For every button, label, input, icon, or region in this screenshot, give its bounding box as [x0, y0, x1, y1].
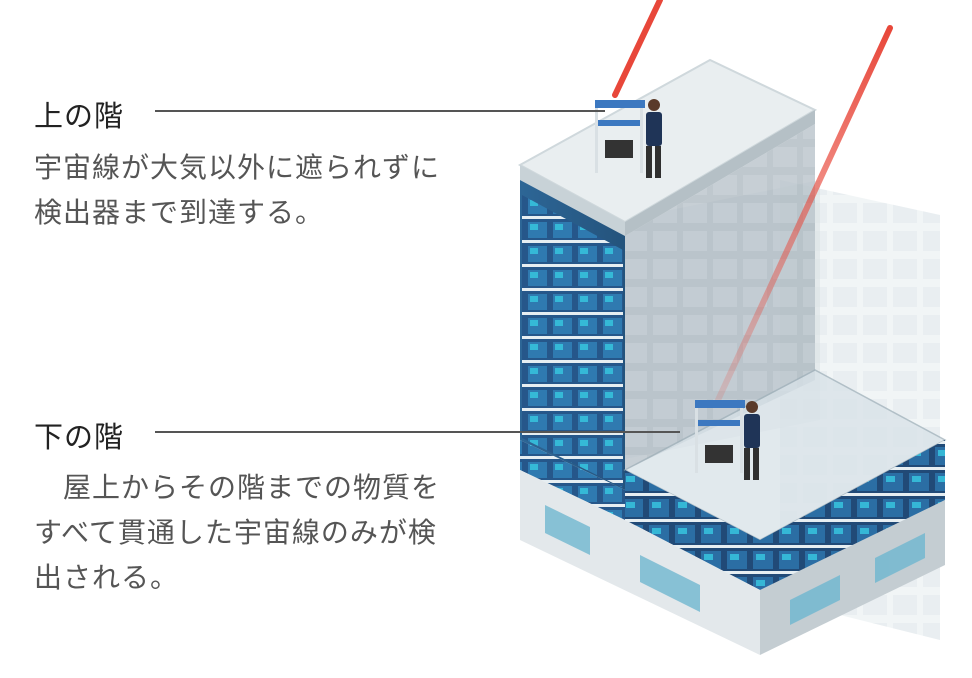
researcher-lower: [744, 401, 760, 480]
upper-floor-title: 上の階: [34, 99, 125, 133]
upper-desc-line: 宇宙線が大気以外に遮られずに: [34, 151, 441, 184]
upper-leader-line: [155, 110, 605, 112]
upper-floor-description: 宇宙線が大気以外に遮られずに 検出器まで到達する。: [34, 145, 440, 235]
lower-leader-line: [155, 431, 680, 433]
building: [517, 58, 947, 655]
detector-rack-lower: [695, 400, 745, 473]
lower-desc-line: 屋上からその階までの物質を: [34, 471, 441, 504]
lower-desc-line: 出される。: [34, 561, 180, 594]
researcher-upper: [646, 99, 662, 178]
detector-rack-upper: [595, 100, 645, 173]
lower-floor-description: 屋上からその階までの物質を すべて貫通した宇宙線のみが検 出される。: [34, 465, 440, 600]
cosmic-ray-upper: [612, 0, 663, 98]
cosmic-ray-lower: [715, 25, 893, 403]
lower-desc-line: すべて貫通した宇宙線のみが検: [34, 516, 437, 549]
upper-desc-line: 検出器まで到達する。: [34, 196, 325, 229]
lower-floor-title: 下の階: [34, 420, 125, 454]
